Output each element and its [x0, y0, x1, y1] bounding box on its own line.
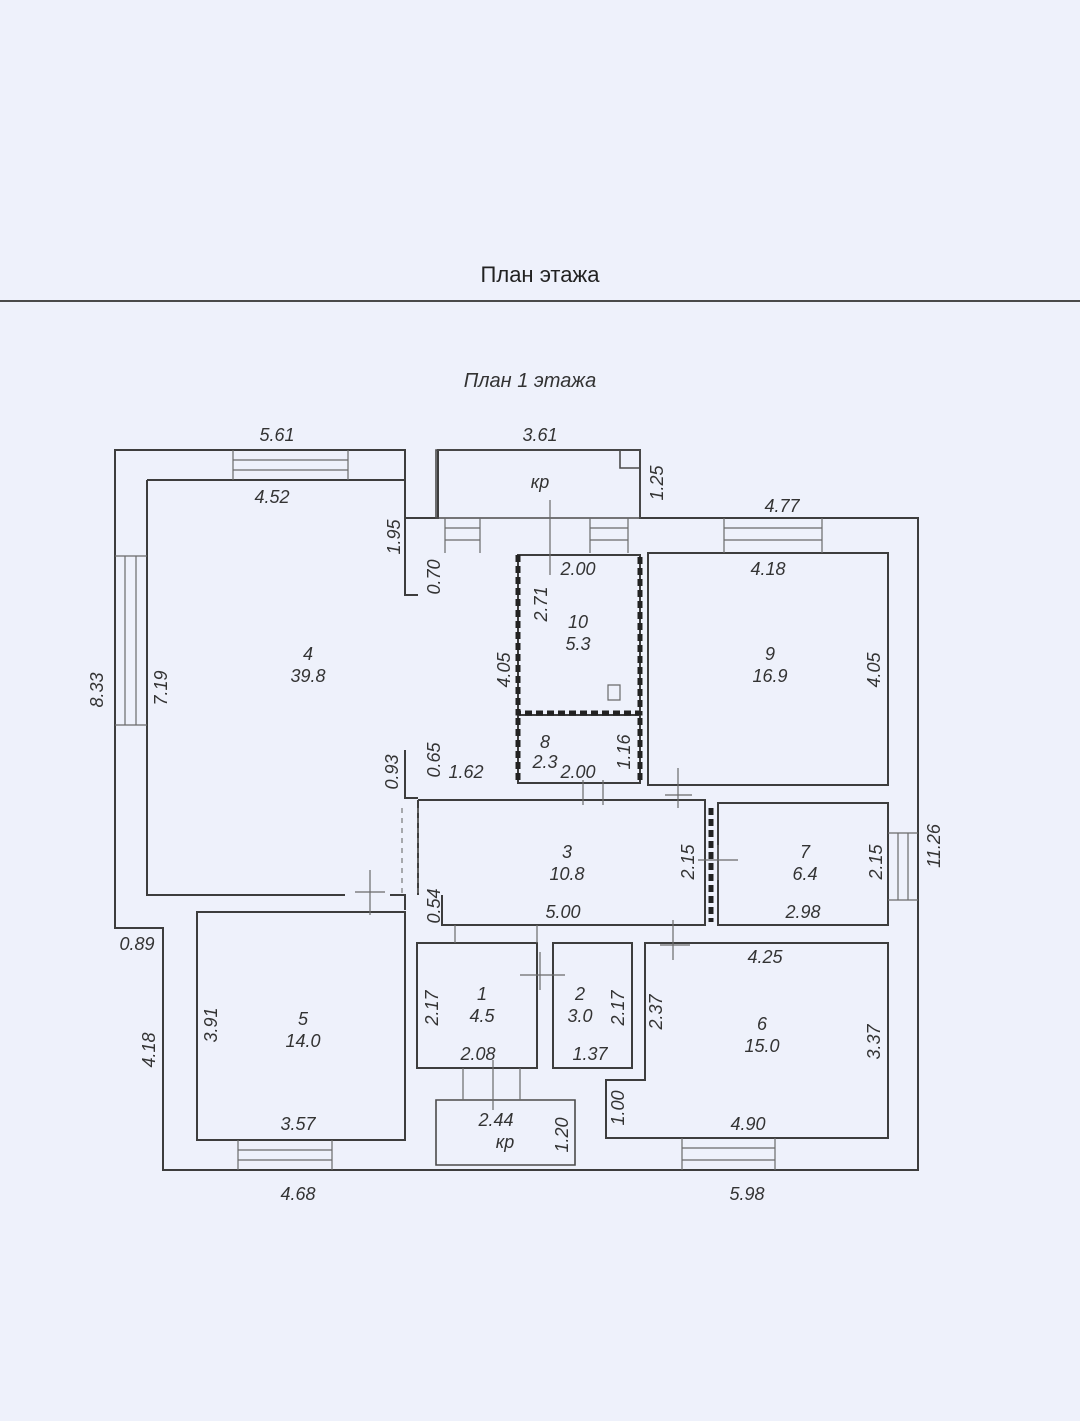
room-8-number: 8: [540, 732, 550, 752]
room-7-area: 6.4: [792, 864, 817, 884]
room-1-area: 4.5: [469, 1006, 495, 1026]
dim-room4-left: 7.19: [151, 670, 171, 705]
dim-room5-w: 3.57: [280, 1114, 316, 1134]
dim-d100: 1.00: [608, 1090, 628, 1125]
room-10-area: 5.3: [565, 634, 590, 654]
room-1-outline: [416, 942, 538, 1069]
dim-top-mid: 3.61: [522, 425, 557, 445]
plan-subtitle: План 1 этажа: [464, 370, 596, 392]
room-5-outline: [196, 911, 406, 1141]
room-3-number: 3: [562, 842, 572, 862]
dim-room5-h: 3.91: [201, 1007, 221, 1042]
dim-d162: 1.62: [448, 762, 483, 782]
room-7-number: 7: [800, 842, 811, 862]
room-6-area: 15.0: [744, 1036, 779, 1056]
room-9-area: 16.9: [752, 666, 787, 686]
dim-room10-top: 2.00: [559, 559, 595, 579]
dim-room3-h: 2.15: [678, 844, 698, 881]
dim-d093: 0.93: [382, 754, 402, 789]
room-9-outline: [647, 552, 889, 786]
dim-room6-side: 2.37: [646, 994, 666, 1031]
room-2-area: 3.0: [567, 1006, 592, 1026]
dim-top-right: 4.77: [764, 496, 800, 516]
dim-shaft: 4.05: [494, 652, 514, 688]
dim-bottom-left: 4.68: [280, 1184, 315, 1204]
room-1-number: 1: [477, 984, 487, 1004]
dim-d065: 0.65: [424, 742, 444, 778]
title-divider: [0, 300, 1080, 302]
porch-bottom-label: кр: [496, 1132, 515, 1152]
room-4-number: 4: [303, 644, 313, 664]
room-2-outline: [552, 942, 633, 1069]
porch-top-label: кр: [531, 472, 550, 492]
dim-porch-side: 1.25: [647, 465, 667, 501]
room-3-area: 10.8: [549, 864, 584, 884]
room-9-number: 9: [765, 644, 775, 664]
room-4-outline: [146, 479, 418, 910]
porch-bottom: [435, 1099, 576, 1166]
dim-top-left: 5.61: [259, 425, 294, 445]
dim-room1-w: 2.08: [459, 1044, 495, 1064]
dim-room3-len: 5.00: [545, 902, 580, 922]
room-10-number: 10: [568, 612, 588, 632]
dim-porch2-w: 2.44: [477, 1110, 513, 1130]
dimensions-vertical: 1.25 1.95 0.70 8.33 7.19 2.71 4.05 4.05 …: [87, 465, 944, 1153]
dim-right-outer: 11.26: [924, 823, 944, 868]
room-8-area: 2.3: [531, 752, 557, 772]
doors: [355, 500, 738, 1110]
dim-left-outer: 8.33: [87, 672, 107, 707]
room-10-dash: [515, 555, 643, 783]
dim-room2-w: 1.37: [572, 1044, 608, 1064]
dim-left-lower: 4.18: [139, 1032, 159, 1067]
room-7-outline: [717, 802, 889, 926]
page-title: План этажа: [480, 262, 600, 287]
dim-room9-right: 4.05: [864, 652, 884, 688]
dim-step-070: 0.70: [424, 559, 444, 594]
porch-top: [435, 449, 641, 519]
dim-d054: 0.54: [424, 888, 444, 923]
room-6-number: 6: [757, 1014, 768, 1034]
room-4-area: 39.8: [290, 666, 325, 686]
dim-bottom-right: 5.98: [729, 1184, 764, 1204]
dim-room9-top: 4.18: [750, 559, 785, 579]
windows: [115, 450, 918, 1170]
dimensions-horizontal: 5.61 3.61 4.77 4.52 2.00 4.18 1.62 2.00 …: [119, 425, 820, 1204]
dim-room8-side: 1.16: [614, 734, 634, 770]
dim-room1-h: 2.17: [422, 990, 442, 1027]
room-5-area: 14.0: [285, 1031, 320, 1051]
dim-room6-right: 3.37: [864, 1024, 884, 1060]
dim-room8-bottom: 2.00: [559, 762, 595, 782]
dim-room10-side: 2.71: [531, 586, 551, 622]
dim-room7-w: 2.98: [784, 902, 820, 922]
dim-room4-step: 1.95: [384, 519, 404, 555]
room-2-number: 2: [574, 984, 585, 1004]
dim-porch2-h: 1.20: [552, 1117, 572, 1152]
room-5-number: 5: [298, 1009, 309, 1029]
dim-room4-top: 4.52: [254, 487, 289, 507]
room-6-outline: [605, 942, 889, 1139]
dim-d089: 0.89: [119, 934, 154, 954]
dim-room7-h: 2.15: [866, 844, 886, 881]
room-labels: 4 39.8 10 5.3 9 16.9 8 2.3 3 10.8 7 6.4 …: [285, 472, 817, 1152]
dim-room6-w: 4.90: [730, 1114, 765, 1134]
dim-room2-h: 2.17: [608, 990, 628, 1027]
dim-room6-top: 4.25: [747, 947, 783, 967]
opening-dashed: [401, 808, 419, 895]
